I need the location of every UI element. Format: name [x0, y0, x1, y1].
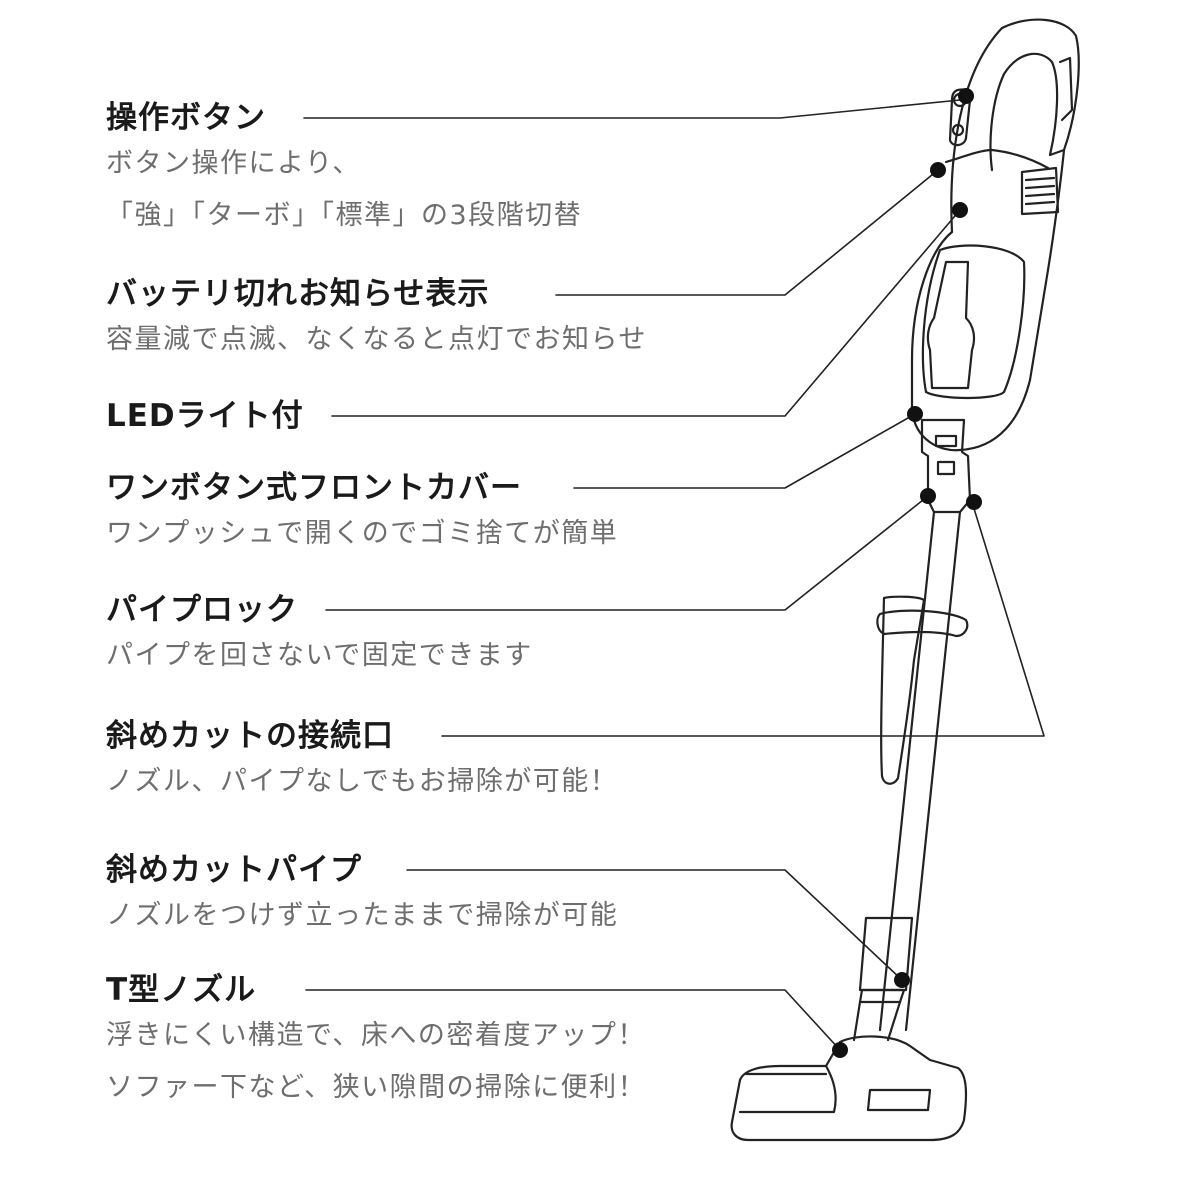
feature-t-nozzle: T型ノズル 浮きにくい構造で、床への密着度アップ！ ソファー下など、狭い隙間の掃…: [106, 970, 646, 1114]
feature-desc: ワンプッシュで開くのでゴミ捨てが簡単: [106, 518, 619, 549]
feature-angled-port: 斜めカットの接続口 ノズル、パイプなしでもお掃除が可能！: [106, 716, 618, 808]
feature-desc: パイプを回さないで固定できます: [106, 640, 533, 671]
feature-title: ワンボタン式フロントカバー: [106, 470, 522, 506]
feature-title: 斜めカットの接続口: [106, 718, 394, 754]
feature-front-cover: ワンボタン式フロントカバー ワンプッシュで開くのでゴミ捨てが簡単: [106, 468, 618, 560]
feature-desc: 浮きにくい構造で、床への密着度アップ！: [106, 1020, 646, 1051]
feature-desc: ボタン操作により、: [106, 148, 361, 179]
crevice-tool: [880, 595, 926, 785]
callout-dots: [832, 88, 982, 1058]
t-nozzle: [730, 1035, 968, 1142]
main-pipe: [878, 510, 962, 1032]
feature-battery-indicator: バッテリ切れお知らせ表示 容量減で点滅、なくなると点灯でお知らせ: [106, 274, 647, 366]
feature-title: LEDライト付: [106, 398, 304, 434]
feature-title: T型ノズル: [106, 972, 257, 1008]
feature-operation-button: 操作ボタン ボタン操作により、 「強」「ターボ」「標準」の3段階切替: [106, 98, 582, 242]
feature-desc: 「強」「ターボ」「標準」の3段階切替: [106, 200, 583, 231]
leader-lines: [303, 99, 1045, 1051]
dust-cup: [921, 244, 1026, 400]
feature-title: 操作ボタン: [106, 100, 266, 136]
feature-desc: ソファー下など、狭い隙間の掃除に便利！: [106, 1072, 647, 1103]
feature-title: 斜めカットパイプ: [106, 852, 362, 888]
feature-desc: ノズル、パイプなしでもお掃除が可能！: [106, 766, 619, 797]
feature-title: パイプロック: [106, 592, 298, 628]
feature-led-light: LEDライト付: [106, 396, 304, 436]
feature-pipe-lock: パイプロック パイプを回さないで固定できます: [106, 590, 533, 682]
vacuum-body: [910, 148, 1066, 452]
vacuum-handle: [950, 18, 1080, 234]
feature-desc: 容量減で点滅、なくなると点灯でお知らせ: [106, 324, 647, 355]
feature-title: バッテリ切れお知らせ表示: [106, 276, 490, 312]
feature-desc: ノズルをつけず立ったままで掃除が可能: [106, 900, 619, 931]
feature-angled-pipe: 斜めカットパイプ ノズルをつけず立ったままで掃除が可能: [106, 850, 618, 942]
